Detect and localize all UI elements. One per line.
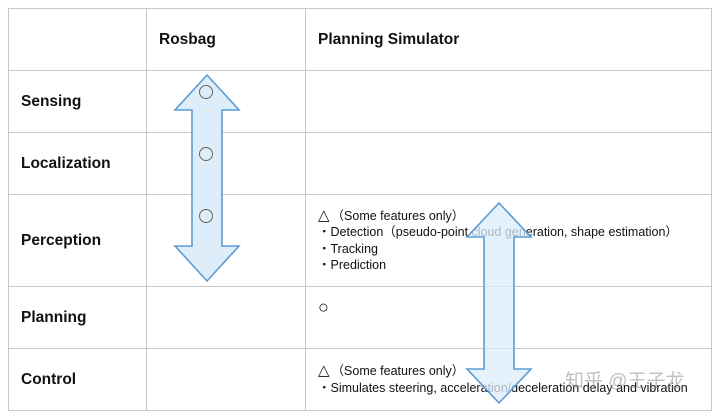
row-label-control: Control (8, 348, 147, 411)
bullet-tracking: ・Tracking (318, 241, 378, 256)
header-row: Rosbag Planning Simulator (8, 8, 712, 71)
double-arrow-shape (465, 201, 533, 405)
partial-note: （Some features only） (331, 208, 465, 223)
rosbag-cell-perception (146, 194, 306, 287)
comparison-table: Rosbag Planning Simulator Sensing Locali… (8, 8, 712, 411)
table-row: Sensing (8, 70, 712, 133)
row-label-sensing: Sensing (8, 70, 147, 133)
rosbag-double-arrow (173, 73, 241, 283)
rosbag-circle-mark (199, 85, 213, 99)
circle-symbol: ○ (318, 297, 329, 318)
watermark: 知乎 @王子龙 (565, 371, 685, 392)
header-rosbag: Rosbag (146, 8, 306, 71)
header-planning-simulator: Planning Simulator (305, 8, 712, 71)
rosbag-circle-mark (199, 209, 213, 223)
simulator-cell-localization (305, 132, 712, 195)
rosbag-circle-mark (199, 147, 213, 161)
rosbag-cell-planning (146, 286, 306, 349)
table-row: Localization (8, 132, 712, 195)
partial-note: （Some features only） (331, 364, 465, 378)
triangle-symbol: △ (318, 362, 330, 379)
row-label-planning: Planning (8, 286, 147, 349)
bullet-prediction: ・Prediction (318, 258, 387, 272)
header-corner (8, 8, 147, 71)
rosbag-cell-control (146, 348, 306, 411)
double-arrow-shape (173, 73, 241, 283)
simulator-double-arrow (465, 201, 533, 405)
table-row: Perception △（Some features only） ・Detect… (8, 194, 712, 287)
triangle-symbol: △ (318, 206, 330, 224)
row-label-localization: Localization (8, 132, 147, 195)
table-row: Planning ○ (8, 286, 712, 349)
row-label-perception: Perception (8, 194, 147, 287)
simulator-cell-sensing (305, 70, 712, 133)
